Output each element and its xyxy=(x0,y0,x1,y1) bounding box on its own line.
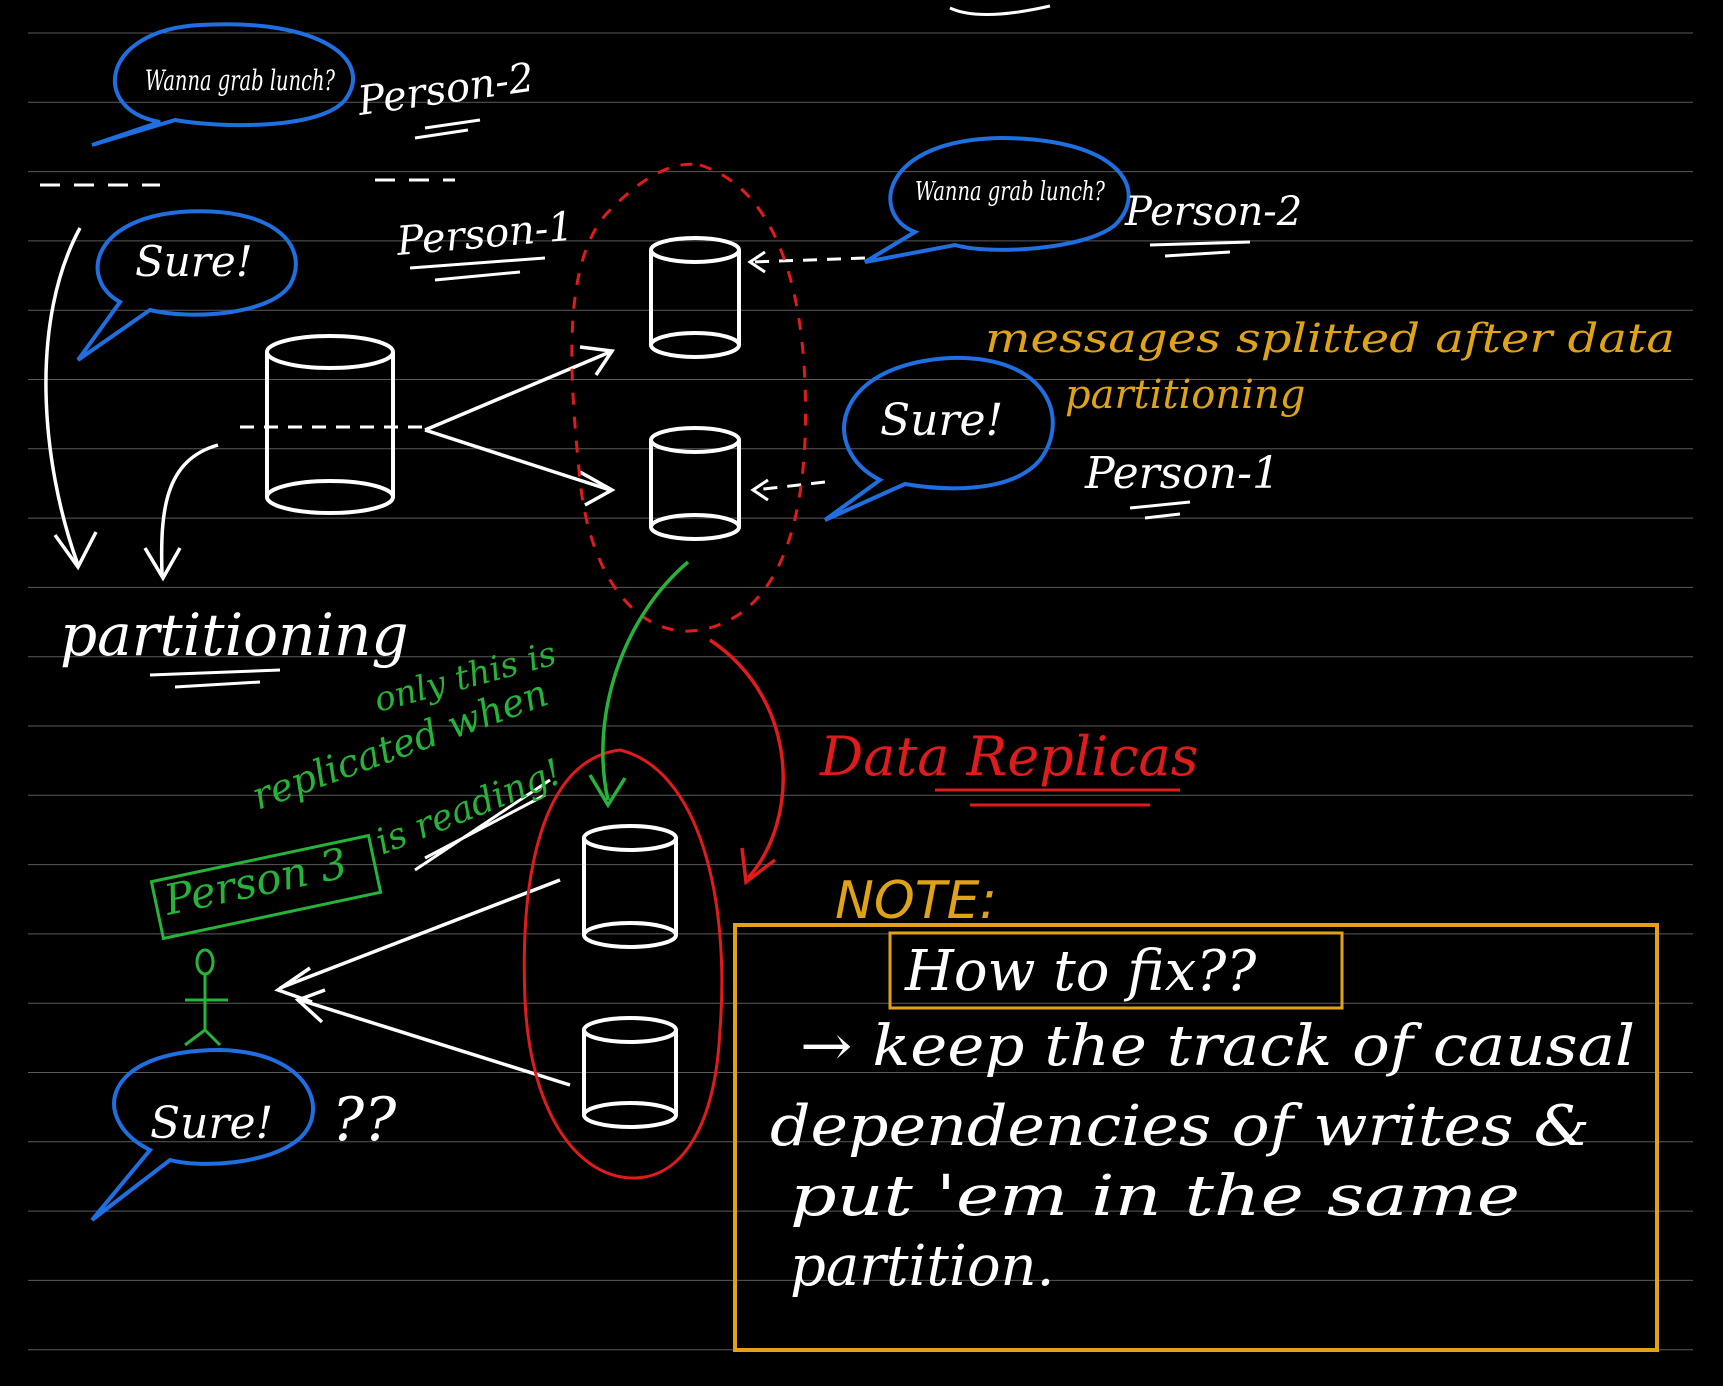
note-line3: put 'em in the same xyxy=(790,1164,1520,1229)
bubble-right-question-text: Wanna grab lunch? xyxy=(915,177,1106,207)
split-arrows xyxy=(424,345,616,507)
label-person1-left: Person-1 xyxy=(394,204,576,265)
label-underlines xyxy=(149,118,1251,689)
database-replica-1 xyxy=(582,824,678,949)
note-line2: dependencies of writes & xyxy=(770,1094,1590,1159)
label-data-replicas: Data Replicas xyxy=(819,725,1198,788)
bubble-top-answer-text: Sure! xyxy=(135,237,253,286)
ruled-lines xyxy=(28,32,1693,1351)
replica-group-loop xyxy=(522,748,724,1180)
label-person2-right: Person-2 xyxy=(1124,189,1302,235)
label-person1-right: Person-1 xyxy=(1084,448,1280,499)
label-person2-top: Person-2 xyxy=(354,55,537,125)
dashed-message-arrows xyxy=(747,250,866,502)
label-messages-split-2: partitioning xyxy=(1065,372,1305,418)
data-replicas-underline xyxy=(935,788,1180,807)
speech-bubble-right-answer xyxy=(823,355,1055,522)
highlight-strokes xyxy=(414,778,551,872)
note-line4: partition. xyxy=(790,1234,1054,1299)
person3-stick-figure-icon xyxy=(184,948,228,1047)
speech-bubble-top-question xyxy=(91,22,356,147)
bubble-right-answer-text: Sure! xyxy=(880,395,1003,446)
partitioning-arrows xyxy=(44,227,219,582)
partial-stroke-top xyxy=(949,4,1051,17)
replica-read-arrows xyxy=(274,878,571,1087)
note-title: How to fix?? xyxy=(904,939,1257,1004)
note-title-box xyxy=(888,931,1344,1010)
bubble-bottom-answer-text: Sure! xyxy=(150,1098,273,1149)
note-box xyxy=(733,923,1659,1352)
database-partition-2 xyxy=(649,426,741,541)
speech-bubble-right-question xyxy=(863,135,1131,264)
note-line1: → keep the track of causal xyxy=(800,1014,1635,1079)
partition-group-loop xyxy=(570,162,807,633)
person3-box xyxy=(149,833,383,941)
note-heading: NOTE: xyxy=(835,871,997,931)
label-person3: Person 3 xyxy=(159,838,351,925)
database-partition-1 xyxy=(649,236,741,359)
label-messages-split-1: messages splitted after data xyxy=(985,316,1675,362)
database-replica-2 xyxy=(582,1016,678,1129)
database-cylinder-main xyxy=(265,334,395,515)
speech-bubble-bottom-answer xyxy=(90,1047,315,1222)
red-replica-arrow xyxy=(709,638,785,886)
green-replication-arrow xyxy=(588,560,690,809)
speech-bubble-top-answer xyxy=(76,209,298,362)
dashed-divider xyxy=(40,178,455,187)
label-partitioning: partitioning xyxy=(60,601,408,669)
bubble-top-question-text: Wanna grab lunch? xyxy=(145,64,336,97)
label-question-marks: ?? xyxy=(332,1085,397,1155)
